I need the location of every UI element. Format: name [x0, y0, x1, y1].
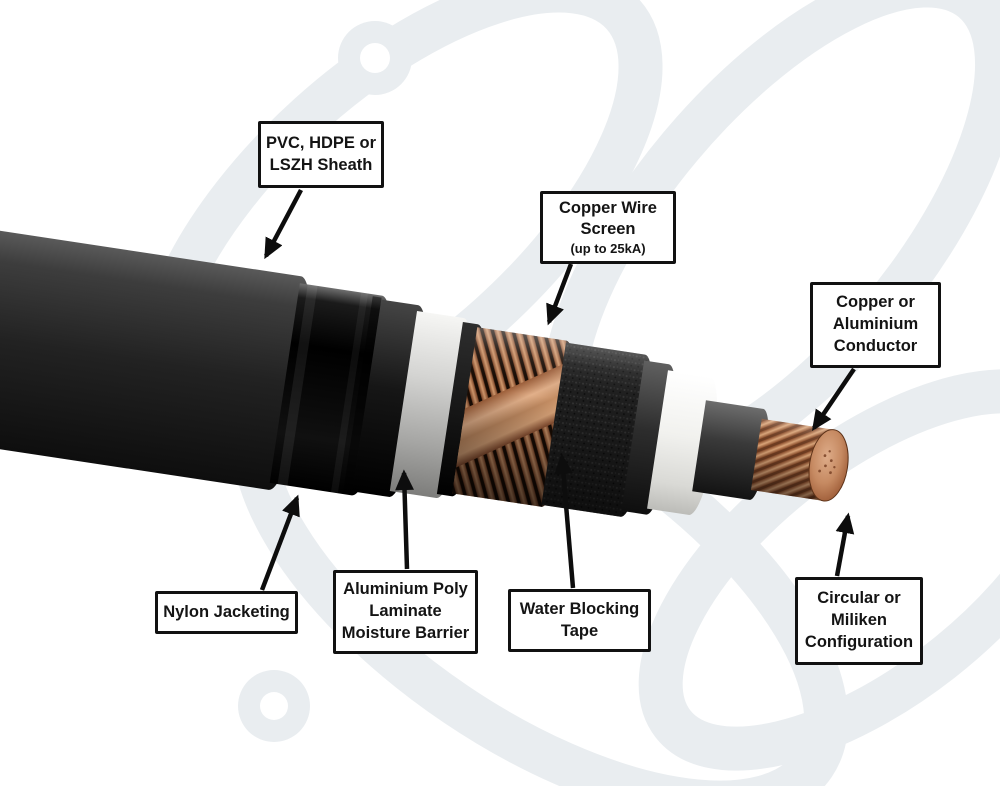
- label-alum-line: Aluminium Poly: [343, 580, 468, 599]
- label-conductor: Copper or Aluminium Conductor: [810, 282, 941, 368]
- label-circ-line: Configuration: [804, 632, 914, 651]
- label-conductor-line: Copper or: [836, 293, 915, 312]
- arrow-copper-wire-screen: [546, 263, 574, 326]
- arrow-moisture-barrier: [395, 469, 414, 570]
- label-alum-line: Laminate: [369, 602, 442, 621]
- label-water-line: Tape: [560, 621, 599, 640]
- label-water-line: Water Blocking: [519, 599, 640, 618]
- arrow-milliken: [834, 512, 855, 577]
- label-nylon-line: Nylon Jacketing: [163, 602, 290, 621]
- layer-inner-semicon: [692, 400, 769, 500]
- label-sheath-line: LSZH Sheath: [269, 155, 373, 174]
- arrow-sheath: [264, 188, 303, 260]
- label-copper-wire-screen: Copper Wire Screen (up to 25kA): [540, 191, 676, 264]
- pointer-arrows: [259, 188, 856, 591]
- label-conductor-line: Aluminium: [832, 315, 919, 334]
- arrow-water-blocking-tape: [554, 453, 576, 589]
- label-cws-subline: (up to 25kA): [570, 241, 646, 257]
- label-alum-line: Moisture Barrier: [341, 623, 470, 642]
- label-water-blocking-tape: Water Blocking Tape: [508, 589, 651, 652]
- label-conductor-line: Conductor: [833, 336, 918, 355]
- label-circ-line: Miliken: [831, 611, 887, 630]
- arrow-conductor: [811, 367, 856, 431]
- label-sheath-line: PVC, HDPE or: [265, 133, 377, 152]
- arrow-nylon-jacketing: [259, 494, 300, 591]
- label-cws-line: Screen: [580, 220, 636, 239]
- label-milliken-configuration: Circular or Miliken Configuration: [795, 577, 923, 665]
- label-sheath: PVC, HDPE or LSZH Sheath: [258, 121, 384, 188]
- label-moisture-barrier: Aluminium Poly Laminate Moisture Barrier: [333, 570, 478, 654]
- layer-outer-sheath: [0, 227, 311, 490]
- conductor-strand-ends: [818, 450, 836, 475]
- label-nylon-jacketing: Nylon Jacketing: [155, 591, 298, 634]
- label-circ-line: Circular or: [817, 589, 901, 608]
- conductor-end-face: [808, 429, 849, 502]
- label-cws-line: Copper Wire: [559, 198, 657, 217]
